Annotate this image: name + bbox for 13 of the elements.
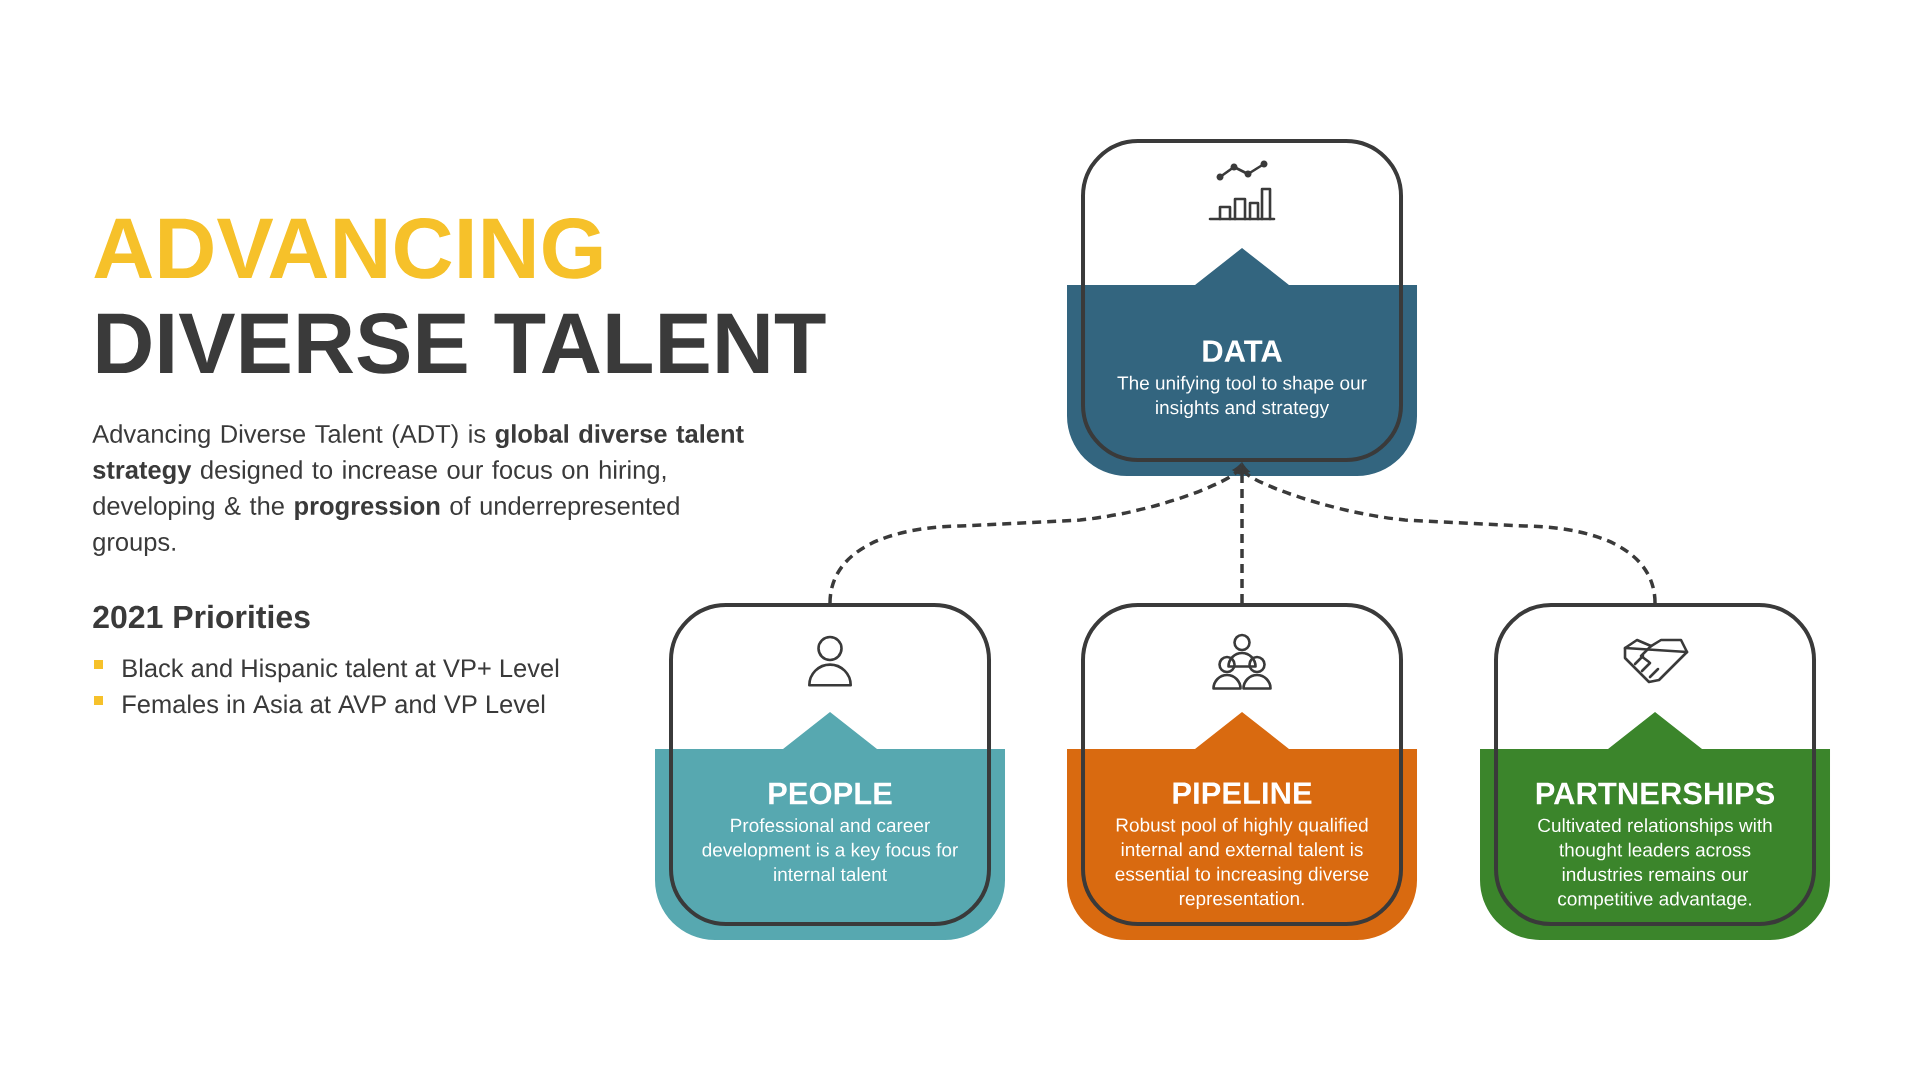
connector bbox=[1241, 465, 1657, 604]
connector bbox=[828, 464, 1242, 604]
bullet-item: Black and Hispanic talent at VP+ Level bbox=[94, 658, 559, 683]
title-line: DIVERSE TALENT bbox=[97, 312, 826, 374]
card: PEOPLE Professional and career development is a key focus for internal talent bbox=[655, 603, 1005, 940]
title-line: ADVANCING bbox=[94, 217, 602, 279]
bullet-item: Females in Asia at AVP and VP Level bbox=[94, 694, 545, 714]
card: PARTNERSHIPS Cultivated relationships with thought leaders across industries remains our competitive advantage. bbox=[1480, 603, 1830, 940]
card: PIPELINE Robust pool of highly qualified internal and external talent is essential to increasing diverse representation. bbox=[1067, 603, 1417, 940]
subheading: 2021 Priorities bbox=[93, 604, 310, 629]
card: DATA The unifying tool to shape our insights and strategy bbox=[1067, 139, 1417, 476]
intro-paragraph: Advancing Diverse Talent (ADT) is global diverse talent strategy designed to increase our focus on hiring, developing & the progression of underrepresented groups. bbox=[92, 424, 744, 556]
connector bbox=[1238, 465, 1246, 603]
